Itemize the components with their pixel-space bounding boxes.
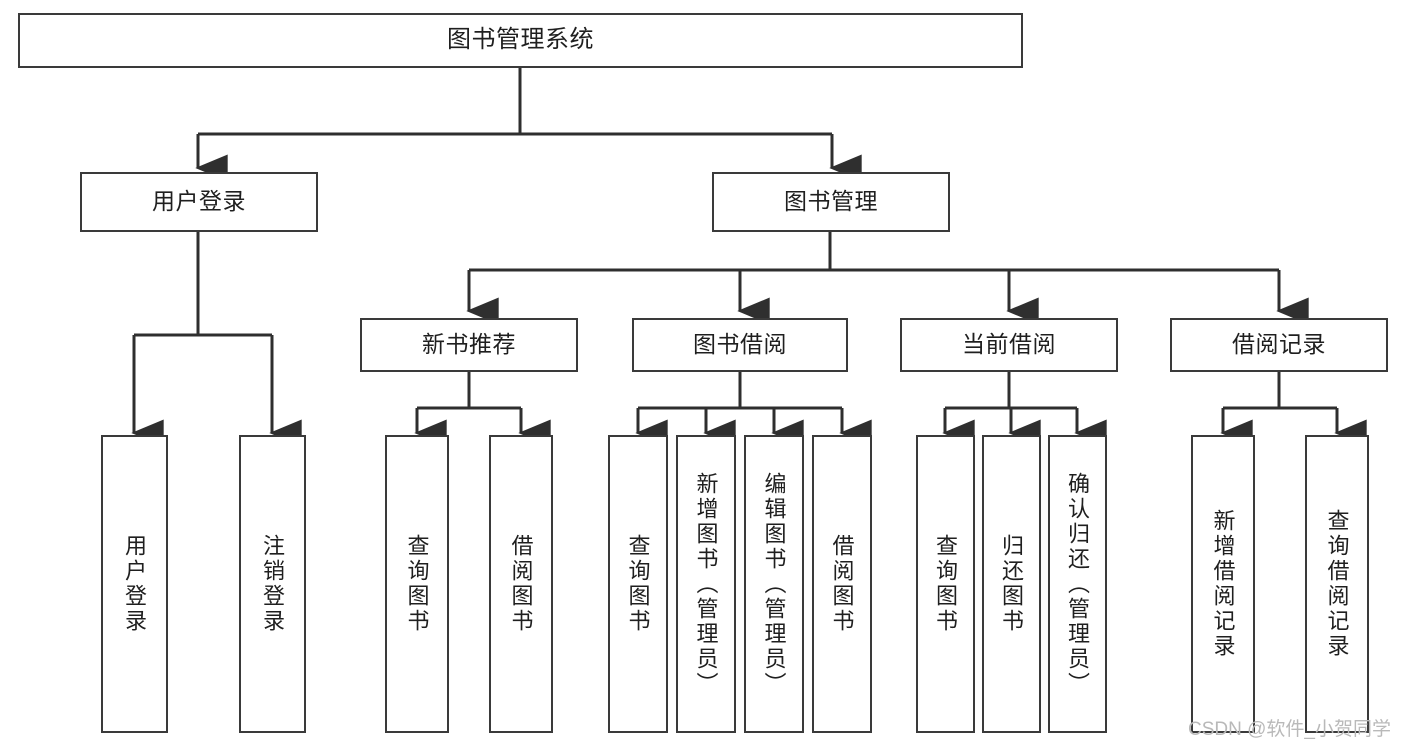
node-book-borrow[interactable]: 图书借阅 bbox=[632, 318, 848, 372]
node-leaf-query-book-2-label: 查询图书 bbox=[625, 534, 651, 634]
node-leaf-logout[interactable]: 注销登录 bbox=[239, 435, 306, 733]
node-leaf-add-book[interactable]: 新增图书（管理员） bbox=[676, 435, 736, 733]
node-leaf-confirm-return-label: 确认归还（管理员） bbox=[1065, 471, 1091, 697]
node-leaf-return-book-label: 归还图书 bbox=[999, 534, 1025, 634]
node-leaf-borrow-book-1-label: 借阅图书 bbox=[508, 534, 534, 634]
node-leaf-borrow-book-2-label: 借阅图书 bbox=[829, 534, 855, 634]
node-leaf-logout-label: 注销登录 bbox=[260, 534, 286, 634]
node-leaf-query-book-2[interactable]: 查询图书 bbox=[608, 435, 668, 733]
node-borrow-record-label: 借阅记录 bbox=[1232, 331, 1326, 358]
node-leaf-query-record-label: 查询借阅记录 bbox=[1324, 509, 1350, 659]
node-book-borrow-label: 图书借阅 bbox=[693, 331, 787, 358]
node-new-book-recommend[interactable]: 新书推荐 bbox=[360, 318, 578, 372]
node-leaf-borrow-book-1[interactable]: 借阅图书 bbox=[489, 435, 553, 733]
node-leaf-borrow-book-2[interactable]: 借阅图书 bbox=[812, 435, 872, 733]
node-new-book-recommend-label: 新书推荐 bbox=[422, 331, 516, 358]
node-leaf-add-record-label: 新增借阅记录 bbox=[1210, 509, 1236, 659]
node-leaf-confirm-return[interactable]: 确认归还（管理员） bbox=[1048, 435, 1107, 733]
node-leaf-query-book-3-label: 查询图书 bbox=[933, 534, 959, 634]
node-user-login-label: 用户登录 bbox=[152, 188, 246, 215]
node-root-label: 图书管理系统 bbox=[447, 26, 594, 54]
node-leaf-query-book-1-label: 查询图书 bbox=[404, 534, 430, 634]
node-leaf-edit-book-label: 编辑图书（管理员） bbox=[761, 471, 787, 697]
node-leaf-return-book[interactable]: 归还图书 bbox=[982, 435, 1041, 733]
node-leaf-add-book-label: 新增图书（管理员） bbox=[693, 471, 719, 697]
node-borrow-record[interactable]: 借阅记录 bbox=[1170, 318, 1388, 372]
node-current-borrow[interactable]: 当前借阅 bbox=[900, 318, 1118, 372]
node-user-login[interactable]: 用户登录 bbox=[80, 172, 318, 232]
csdn-watermark: CSDN @软件_小贺同学 bbox=[1188, 719, 1391, 740]
node-leaf-query-record[interactable]: 查询借阅记录 bbox=[1305, 435, 1369, 733]
node-leaf-user-login-label: 用户登录 bbox=[122, 534, 148, 634]
node-book-manage[interactable]: 图书管理 bbox=[712, 172, 950, 232]
node-root-library-system[interactable]: 图书管理系统 bbox=[18, 13, 1023, 68]
node-leaf-user-login[interactable]: 用户登录 bbox=[101, 435, 168, 733]
node-leaf-edit-book[interactable]: 编辑图书（管理员） bbox=[744, 435, 804, 733]
node-leaf-query-book-1[interactable]: 查询图书 bbox=[385, 435, 449, 733]
node-leaf-add-record[interactable]: 新增借阅记录 bbox=[1191, 435, 1255, 733]
node-book-manage-label: 图书管理 bbox=[784, 188, 878, 215]
node-leaf-query-book-3[interactable]: 查询图书 bbox=[916, 435, 975, 733]
node-current-borrow-label: 当前借阅 bbox=[962, 331, 1056, 358]
